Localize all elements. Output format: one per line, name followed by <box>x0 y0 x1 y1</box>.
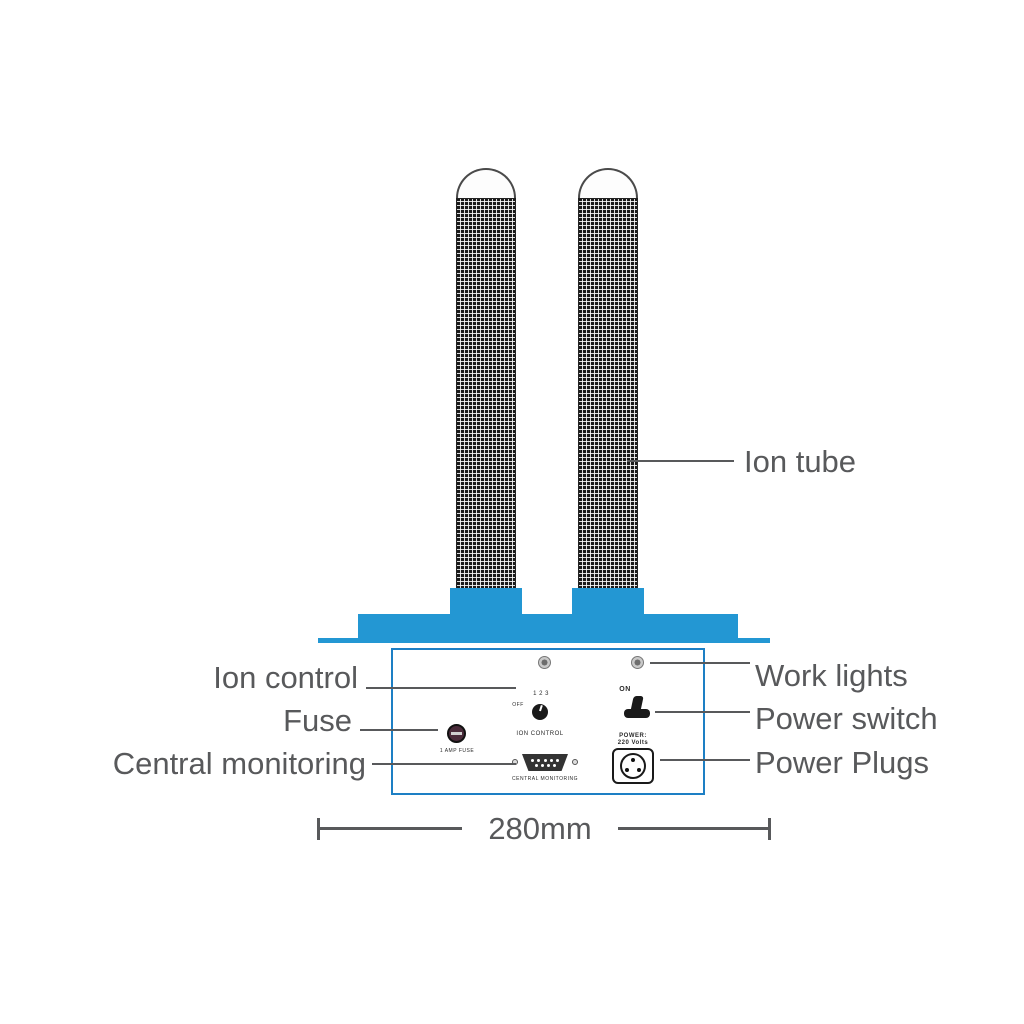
label-ion-control: Ion control <box>213 660 358 695</box>
leader-line-power-switch <box>655 711 750 713</box>
power-rating-line2: 220 Volts <box>617 740 649 746</box>
mounting-flange <box>318 638 770 643</box>
leader-line-work-lights <box>650 662 750 664</box>
knob-marks-label: 1 2 3 <box>533 691 549 697</box>
left-tube-dome <box>456 168 516 200</box>
leader-line-ion-tube <box>627 460 734 462</box>
left-tube-socket <box>450 588 522 616</box>
power-plug <box>612 748 654 784</box>
leader-line-central-monitoring <box>372 763 516 765</box>
ion-control-panel-label: ION CONTROL <box>516 731 564 737</box>
leader-line-power-plugs <box>660 759 750 761</box>
fuse-panel-label: 1 AMP FUSE <box>439 748 475 754</box>
plug-pin <box>631 758 635 762</box>
db9-screw <box>572 759 578 765</box>
db9-pin-row <box>534 763 556 767</box>
knob-pointer <box>539 704 543 712</box>
work-light <box>631 656 644 669</box>
right-tube-dome <box>578 168 638 200</box>
right-ion-tube <box>578 198 638 590</box>
label-ion-tube: Ion tube <box>744 444 857 479</box>
label-power-switch: Power switch <box>755 701 938 736</box>
leader-line-fuse <box>360 729 438 731</box>
label-work-lights: Work lights <box>755 658 908 693</box>
on-label: ON <box>619 686 631 693</box>
right-tube-socket <box>572 588 644 616</box>
knob-off-label: OFF <box>512 702 524 708</box>
left-ion-tube <box>456 198 516 590</box>
power-rating-line1: POWER: <box>619 733 647 739</box>
power-switch-base <box>624 709 650 718</box>
leader-line-ion-control <box>366 687 516 689</box>
dimension-label: 280mm <box>488 811 592 846</box>
dimension-tick-right <box>768 818 771 840</box>
control-box <box>391 648 705 795</box>
ion-control-knob <box>532 704 548 720</box>
db9-pin-row <box>531 758 559 762</box>
label-fuse: Fuse <box>283 703 352 738</box>
power-plug-ring <box>620 753 646 779</box>
dimension-tick-left <box>317 818 320 840</box>
label-power-plugs: Power Plugs <box>755 745 930 780</box>
plug-pin <box>637 768 641 772</box>
panel-screw <box>538 656 551 669</box>
central-monitoring-panel-label: CENTRAL MONITORING <box>512 776 578 782</box>
fuse-holder <box>447 724 466 743</box>
fuse-slot <box>451 732 462 735</box>
plug-pin <box>625 768 629 772</box>
dimension-line-left <box>320 827 462 830</box>
mounting-plate <box>358 614 738 640</box>
dimension-line-right <box>618 827 768 830</box>
label-central-monitoring: Central monitoring <box>112 746 366 781</box>
central-monitoring-connector <box>522 754 568 771</box>
